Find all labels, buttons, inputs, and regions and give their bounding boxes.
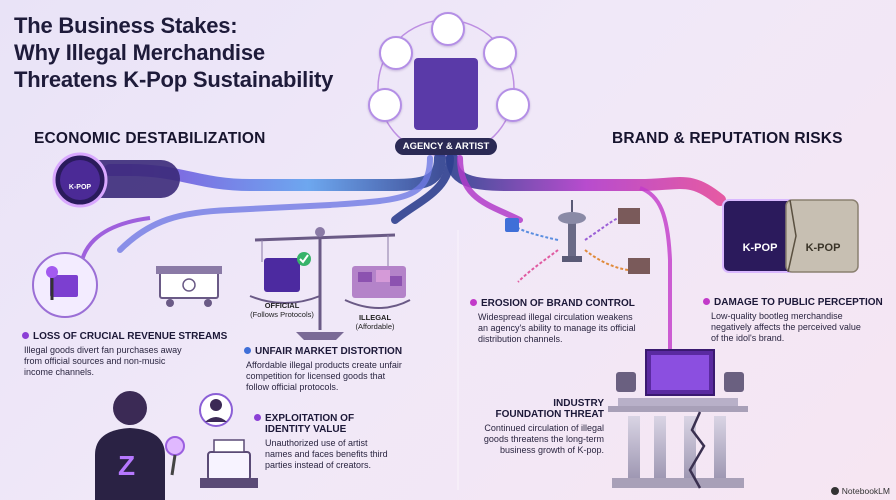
lightstick [165, 436, 185, 456]
item-exploit-body-line: Unauthorized use of artist [265, 438, 368, 448]
illegal-label: ILLEGAL (Affordable) [340, 313, 410, 331]
item-foundation-body: Continued circulation of illegal goods t… [470, 423, 604, 456]
item-damage-body: Low-quality bootleg merchandise negative… [703, 311, 883, 344]
item-erosion-body: Widespread illegal circulation weakens a… [470, 312, 670, 345]
item-loss-body-line: Illegal goods divert fan purchases away [24, 345, 182, 355]
photo-icon [496, 88, 530, 122]
item-foundation-title-1: INDUSTRY [553, 398, 604, 409]
cash-register [207, 451, 251, 481]
item-erosion-title: EROSION OF BRAND CONTROL [470, 298, 670, 309]
fake-brand-card [785, 199, 859, 273]
crack [688, 411, 706, 489]
fan-body [95, 428, 165, 500]
item-loss-title: LOSS OF CRUCIAL REVENUE STREAMS [22, 331, 252, 342]
photocard-icon [368, 88, 402, 122]
title-line-3: Threatens K-Pop Sustainability [14, 67, 334, 92]
notebooklm-logo-icon [830, 487, 839, 495]
album-icon [431, 12, 465, 46]
item-foundation-body-line: Continued circulation of illegal [484, 423, 604, 433]
item-loss-body-line: from official sources and non-music [24, 356, 166, 366]
svg-text:Z: Z [118, 450, 135, 481]
bullet-dot [470, 299, 477, 306]
item-unfair-body-line: follow official protocols. [246, 382, 339, 392]
footer-brand: NotebookLM [841, 486, 890, 496]
official-label: OFFICIAL (Follows Protocols) [246, 301, 318, 319]
kpop-coin-label: K-POP [68, 184, 92, 191]
item-erosion-title-text: EROSION OF BRAND CONTROL [481, 298, 635, 309]
item-unfair-body-line: Affordable illegal products create unfai… [246, 360, 402, 370]
item-loss-body: Illegal goods divert fan purchases away … [22, 345, 252, 378]
bullet-dot [22, 332, 29, 339]
title-line-1: The Business Stakes: [14, 13, 238, 38]
item-exploit-body: Unauthorized use of artist names and fac… [254, 438, 424, 471]
official-label-sub: (Follows Protocols) [250, 309, 314, 319]
tshirt-icon [483, 36, 517, 70]
notebooklm-footer: NotebookLM [830, 486, 890, 496]
agency-artist-badge: AGENCY & ARTIST [395, 138, 497, 155]
fake-brand-label: K-POP [805, 242, 841, 254]
item-foundation-body-line: business growth of K-pop. [499, 445, 604, 455]
item-unfair-title-text: UNFAIR MARKET DISTORTION [255, 346, 403, 357]
item-foundation-title-2: FOUNDATION THREAT [495, 409, 604, 420]
item-loss-title-text: LOSS OF CRUCIAL REVENUE STREAMS [33, 331, 228, 342]
artist-on-stage-icon [414, 58, 478, 130]
bullet-dot [254, 414, 261, 421]
official-box [264, 258, 300, 292]
pillar [628, 416, 640, 478]
item-foundation-body-line: goods threatens the long-term [483, 434, 604, 444]
item-damage-body-line: of the idol's brand. [711, 333, 785, 343]
fan-head [113, 391, 147, 425]
item-exploit-body-line: names and faces benefits third [265, 449, 388, 459]
item-damage-title-text: DAMAGE TO PUBLIC PERCEPTION [714, 297, 883, 308]
item-exploit-title-1: EXPLOITATION OF [265, 413, 355, 424]
item-erosion: EROSION OF BRAND CONTROL Widespread ille… [470, 298, 670, 345]
flow-pipe-center-right [446, 152, 726, 206]
flow-pipe-down-stage [639, 186, 672, 350]
official-label-title: OFFICIAL [264, 301, 300, 310]
item-unfair-body: Affordable illegal products create unfai… [244, 360, 454, 393]
flow-pipe-center-left-2 [117, 155, 433, 253]
illegal-label-title: ILLEGAL [358, 313, 392, 322]
item-damage-title: DAMAGE TO PUBLIC PERCEPTION [703, 297, 883, 308]
item-exploit-body-line: parties instead of creators. [265, 460, 372, 470]
item-damage-body-line: negatively affects the perceived value [711, 322, 861, 332]
official-brand-card [722, 199, 796, 273]
brand-risks-heading: BRAND & REPUTATION RISKS [612, 130, 843, 147]
lightstick-icon [379, 36, 413, 70]
item-foundation: INDUSTRY FOUNDATION THREAT Continued cir… [470, 398, 604, 456]
item-exploitation: EXPLOITATION OF IDENTITY VALUE Unauthori… [254, 413, 424, 471]
item-erosion-body-line: distribution channels. [478, 334, 563, 344]
item-unfair-title: UNFAIR MARKET DISTORTION [244, 346, 454, 357]
item-erosion-body-line: an agency's ability to manage its offici… [478, 323, 636, 333]
official-brand-label: K-POP [742, 242, 778, 254]
item-unfair-market: UNFAIR MARKET DISTORTION Affordable ille… [244, 346, 454, 393]
economic-destabilization-heading: ECONOMIC DESTABILIZATION [34, 130, 266, 147]
item-erosion-body-line: Widespread illegal circulation weakens [478, 312, 633, 322]
merch-cart [159, 271, 219, 299]
illegal-label-sub: (Affordable) [355, 321, 395, 331]
bullet-dot [244, 347, 251, 354]
page-title: The Business Stakes: Why Illegal Merchan… [14, 12, 333, 93]
item-exploit-title-2: IDENTITY VALUE [265, 424, 347, 435]
bullet-dot [703, 298, 710, 305]
control-tower [568, 220, 576, 260]
item-exploit-title: EXPLOITATION OF [254, 413, 424, 424]
flow-pipe-center-right-2 [457, 155, 523, 223]
item-unfair-body-line: competition for licensed goods that [246, 371, 386, 381]
title-line-2: Why Illegal Merchandise [14, 40, 265, 65]
item-loss-of-revenue: LOSS OF CRUCIAL REVENUE STREAMS Illegal … [22, 331, 252, 378]
shopping-bag-icon [505, 218, 519, 232]
item-damage-body-line: Low-quality bootleg merchandise [711, 311, 843, 321]
item-damage: DAMAGE TO PUBLIC PERCEPTION Low-quality … [703, 297, 883, 344]
item-loss-body-line: income channels. [24, 367, 95, 377]
